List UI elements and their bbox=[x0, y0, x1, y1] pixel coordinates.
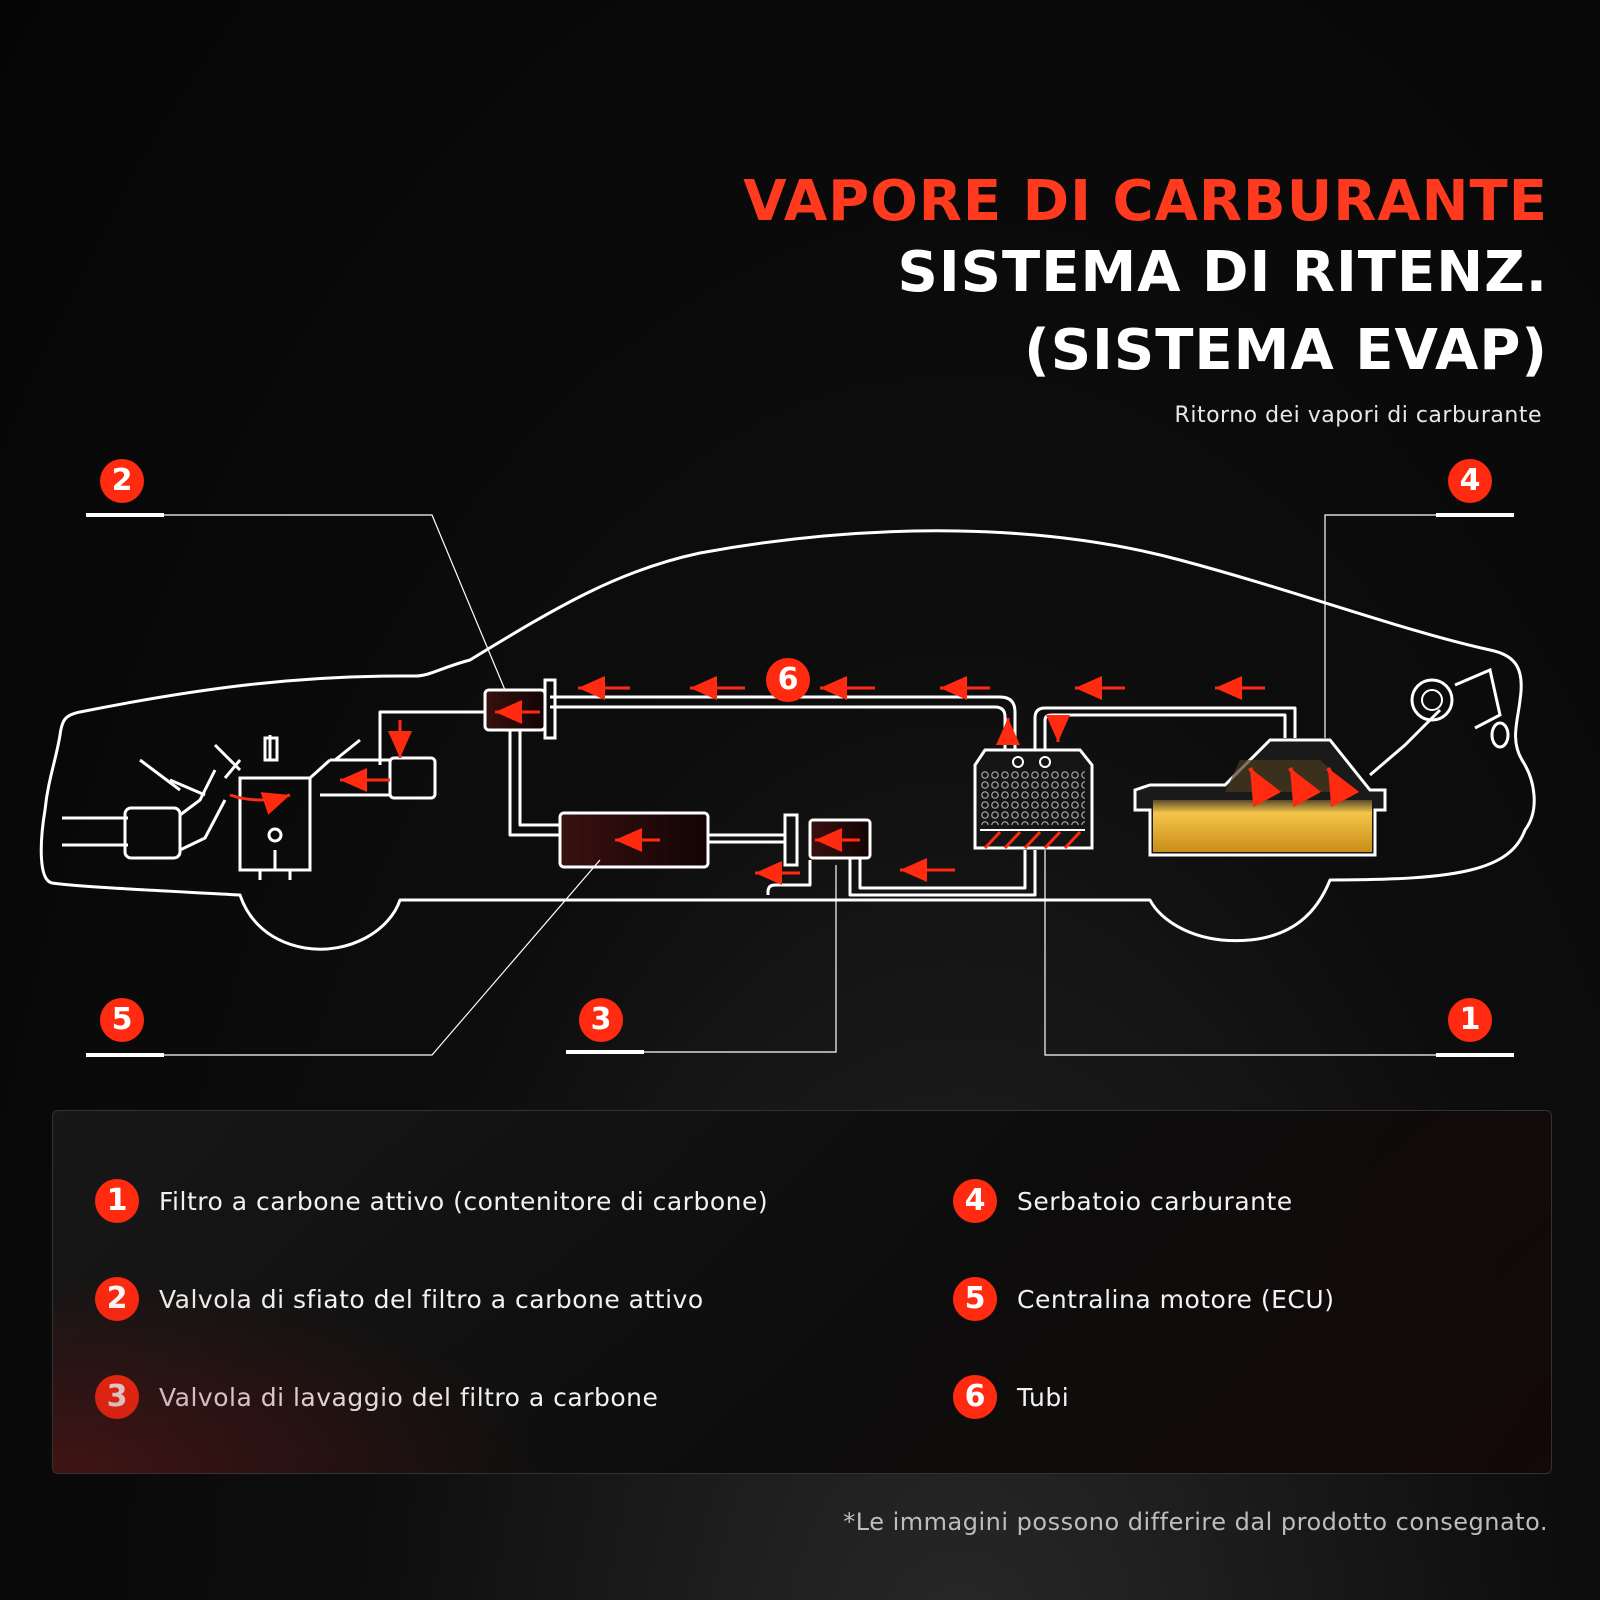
legend-panel: 1 Filtro a carbone attivo (contenitore d… bbox=[52, 1110, 1552, 1474]
legend-item-1: 1 Filtro a carbone attivo (contenitore d… bbox=[95, 1179, 768, 1223]
callout-4: 4 bbox=[1448, 459, 1492, 503]
title-line-2: SISTEMA DI RITENZ. bbox=[897, 240, 1548, 305]
charcoal-canister bbox=[973, 748, 1094, 850]
legend-item-2: 2 Valvola di sfiato del filtro a carbone… bbox=[95, 1277, 704, 1321]
legend-label: Serbatoio carburante bbox=[1017, 1186, 1293, 1216]
disclaimer: *Le immagini possono differire dal prodo… bbox=[843, 1508, 1548, 1536]
legend-item-4: 4 Serbatoio carburante bbox=[953, 1179, 1293, 1223]
hose-flow-arrows bbox=[388, 676, 1265, 885]
legend-number: 5 bbox=[953, 1277, 997, 1321]
callout-underlines bbox=[86, 513, 1514, 1057]
legend-item-6: 6 Tubi bbox=[953, 1375, 1069, 1419]
legend-number: 2 bbox=[95, 1277, 139, 1321]
engine-flow-arrow bbox=[229, 792, 291, 815]
vapor-arrows bbox=[1248, 767, 1360, 808]
legend-label: Valvola di sfiato del filtro a carbone a… bbox=[159, 1284, 704, 1314]
engine-block bbox=[62, 735, 437, 880]
legend-number: 4 bbox=[953, 1179, 997, 1223]
title-block: VAPORE DI CARBURANTE SISTEMA DI RITENZ. … bbox=[743, 170, 1548, 390]
callout-5: 5 bbox=[100, 998, 144, 1042]
leader-lines bbox=[162, 514, 1512, 1056]
legend-number: 1 bbox=[95, 1179, 139, 1223]
callout-3: 3 bbox=[579, 998, 623, 1042]
vent-valve bbox=[483, 678, 557, 740]
title-line-1: VAPORE DI CARBURANTE bbox=[743, 169, 1548, 234]
legend-item-3: 3 Valvola di lavaggio del filtro a carbo… bbox=[95, 1375, 658, 1419]
legend-label: Centralina motore (ECU) bbox=[1017, 1284, 1335, 1314]
legend-label: Tubi bbox=[1017, 1382, 1070, 1412]
title-line-3: (SISTEMA EVAP) bbox=[1024, 318, 1548, 383]
evap-system-diagram bbox=[39, 513, 1536, 1057]
callout-1: 1 bbox=[1448, 998, 1492, 1042]
callout-2: 2 bbox=[100, 459, 144, 503]
fuel-tank bbox=[1133, 667, 1510, 857]
legend-number: 6 bbox=[953, 1375, 997, 1419]
callout-6: 6 bbox=[766, 658, 810, 702]
legend-label: Valvola di lavaggio del filtro a carbone bbox=[159, 1382, 659, 1412]
legend-item-5: 5 Centralina motore (ECU) bbox=[953, 1277, 1334, 1321]
car-outline bbox=[39, 529, 1536, 951]
legend-number: 3 bbox=[95, 1375, 139, 1419]
legend-label: Filtro a carbone attivo (contenitore di … bbox=[159, 1186, 769, 1216]
subtitle: Ritorno dei vapori di carburante bbox=[1174, 403, 1542, 428]
